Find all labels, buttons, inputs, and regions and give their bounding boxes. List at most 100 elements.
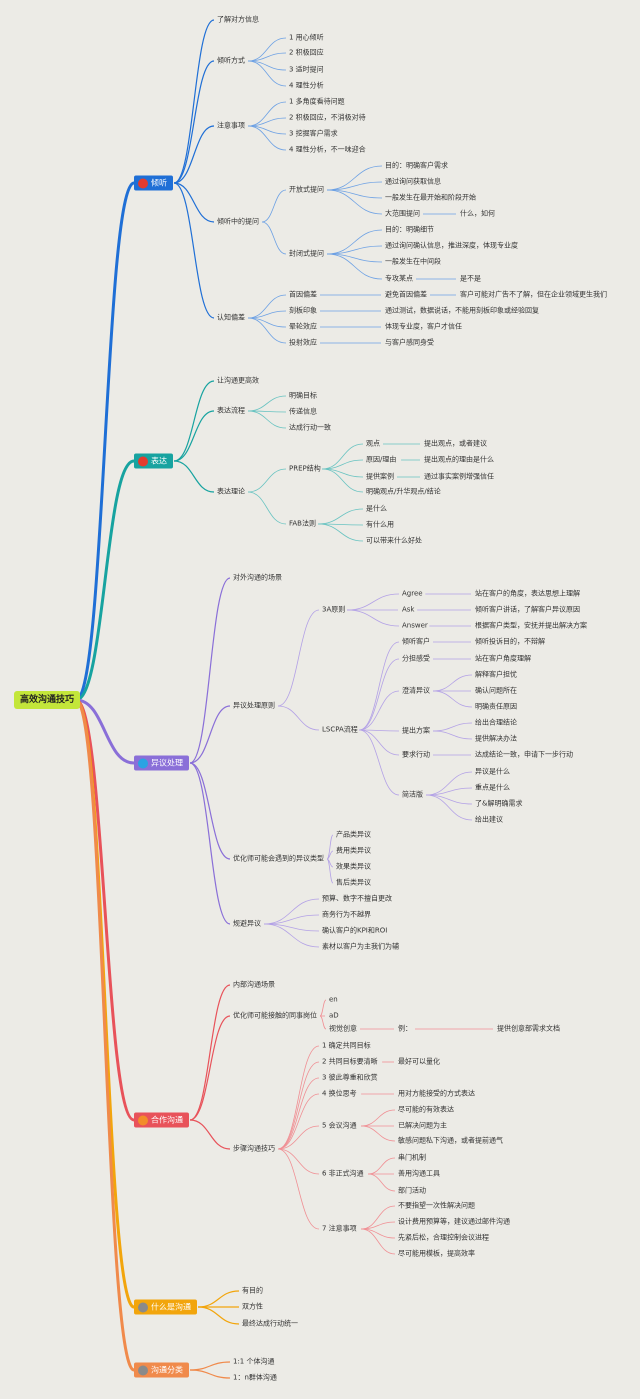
topic-node[interactable]: 刻板印象 bbox=[289, 306, 317, 315]
topic-node[interactable]: 封闭式提问 bbox=[289, 249, 324, 258]
topic-node[interactable]: 费用类异议 bbox=[336, 846, 371, 855]
topic-node[interactable]: 预算、数字不擅自更改 bbox=[322, 894, 392, 903]
main-topic[interactable]: 表达 bbox=[134, 453, 173, 469]
topic-node[interactable]: 给出建议 bbox=[475, 815, 503, 824]
topic-node[interactable]: 原因/理由 bbox=[366, 455, 397, 464]
topic-node[interactable]: Ask bbox=[402, 605, 415, 614]
topic-node[interactable]: 要求行动 bbox=[402, 750, 430, 759]
topic-node[interactable]: 视觉创意 bbox=[329, 1024, 357, 1033]
topic-node[interactable]: 4 理性分析，不一味迎合 bbox=[289, 145, 366, 154]
topic-node[interactable]: 达成行动一致 bbox=[289, 423, 331, 432]
topic-node[interactable]: 根据客户类型，安抚并提出解决方案 bbox=[475, 621, 587, 630]
topic-node[interactable]: 解释客户担忧 bbox=[475, 670, 517, 679]
topic-node[interactable]: 传递信息 bbox=[289, 407, 317, 416]
topic-node[interactable]: 提出观点的理由是什么 bbox=[424, 455, 494, 464]
topic-node[interactable]: 1 用心倾听 bbox=[289, 33, 324, 42]
topic-node[interactable]: 是不是 bbox=[460, 274, 481, 283]
topic-node[interactable]: 明确责任原因 bbox=[475, 702, 517, 711]
topic-node[interactable]: 通过测试，数据说话，不能用刻板印象或经验回复 bbox=[385, 306, 539, 315]
topic-node[interactable]: 什么，如何 bbox=[460, 209, 495, 218]
topic-node[interactable]: PREP结构 bbox=[289, 464, 321, 473]
topic-node[interactable]: 商务行为不越界 bbox=[322, 910, 371, 919]
topic-node[interactable]: 异议处理原则 bbox=[233, 701, 275, 710]
topic-node[interactable]: 2 积极回应，不消极对待 bbox=[289, 113, 366, 122]
topic-node[interactable]: 有目的 bbox=[242, 1286, 263, 1295]
topic-node[interactable]: 是什么 bbox=[366, 504, 387, 513]
topic-node[interactable]: 通过事实案例增强信任 bbox=[424, 472, 494, 481]
topic-node[interactable]: 善用沟通工具 bbox=[398, 1169, 440, 1178]
root-topic[interactable]: 高效沟通技巧 bbox=[14, 691, 81, 709]
topic-node[interactable]: 异议是什么 bbox=[475, 767, 510, 776]
topic-node[interactable]: 了解对方信息 bbox=[217, 15, 259, 24]
topic-node[interactable]: 先紧后松，合理控制会议进程 bbox=[398, 1233, 489, 1242]
topic-node[interactable]: FAB法则 bbox=[289, 519, 316, 528]
topic-node[interactable]: 明确观点/升华观点/结论 bbox=[366, 487, 441, 496]
topic-node[interactable]: 对外沟通的场景 bbox=[233, 573, 282, 582]
topic-node[interactable]: 步骤沟通技巧 bbox=[233, 1144, 275, 1153]
topic-node[interactable]: 分担感受 bbox=[402, 654, 430, 663]
topic-node[interactable]: 体现专业度，客户才信任 bbox=[385, 322, 462, 331]
topic-node[interactable]: 设计费用预算等，建议通过邮件沟通 bbox=[398, 1217, 510, 1226]
main-topic[interactable]: 什么是沟通 bbox=[134, 1299, 197, 1315]
topic-node[interactable]: 素材以客户为主我们为辅 bbox=[322, 942, 399, 951]
topic-node[interactable]: 用对方能接受的方式表达 bbox=[398, 1089, 475, 1098]
topic-node[interactable]: 大范围提问 bbox=[385, 209, 420, 218]
topic-node[interactable]: 3 彼此尊重和欣赏 bbox=[322, 1073, 378, 1082]
topic-node[interactable]: 站在客户的角度，表达思想上理解 bbox=[475, 589, 580, 598]
topic-node[interactable]: LSCPA流程 bbox=[322, 725, 358, 734]
topic-node[interactable]: 倾听客户 bbox=[402, 637, 430, 646]
topic-node[interactable]: 1:1 个体沟通 bbox=[233, 1357, 275, 1366]
topic-node[interactable]: 给出合理结论 bbox=[475, 718, 517, 727]
topic-node[interactable]: 确认客户的KPI和ROI bbox=[322, 926, 388, 935]
topic-node[interactable]: 首因偏差 bbox=[289, 290, 317, 299]
topic-node[interactable]: 确认问题所在 bbox=[475, 686, 517, 695]
topic-node[interactable]: 效果类异议 bbox=[336, 862, 371, 871]
topic-node[interactable]: 提出方案 bbox=[402, 726, 430, 735]
topic-node[interactable]: Agree bbox=[402, 589, 423, 598]
main-topic[interactable]: 异议处理 bbox=[134, 755, 189, 771]
topic-node[interactable]: 目的：明确客户需求 bbox=[385, 161, 448, 170]
topic-node[interactable]: 可以带来什么好处 bbox=[366, 536, 422, 545]
topic-node[interactable]: 内部沟通场景 bbox=[233, 980, 275, 989]
topic-node[interactable]: 倾听方式 bbox=[217, 56, 245, 65]
topic-node[interactable]: 晕轮效应 bbox=[289, 322, 317, 331]
topic-node[interactable]: 部门活动 bbox=[398, 1186, 426, 1195]
topic-node[interactable]: 4 理性分析 bbox=[289, 81, 324, 90]
topic-node[interactable]: Answer bbox=[402, 621, 428, 630]
topic-node[interactable]: 简洁版 bbox=[402, 790, 423, 799]
topic-node[interactable]: 表达流程 bbox=[217, 406, 245, 415]
topic-node[interactable]: 有什么用 bbox=[366, 520, 394, 529]
topic-node[interactable]: 明确目标 bbox=[289, 391, 317, 400]
topic-node[interactable]: 站在客户角度理解 bbox=[475, 654, 531, 663]
topic-node[interactable]: 已解决问题为主 bbox=[398, 1121, 447, 1130]
topic-node[interactable]: 敏感问题私下沟通，或者提前通气 bbox=[398, 1136, 503, 1145]
topic-node[interactable]: 3 挖掘客户需求 bbox=[289, 129, 338, 138]
topic-node[interactable]: 例： bbox=[398, 1024, 412, 1033]
topic-node[interactable]: 注意事项 bbox=[217, 121, 245, 130]
topic-node[interactable]: 倾听客户讲话，了解客户异议原因 bbox=[475, 605, 580, 614]
topic-node[interactable]: 双方性 bbox=[242, 1302, 263, 1311]
topic-node[interactable]: 3A原则 bbox=[322, 605, 346, 614]
topic-node[interactable]: 2 共同目标要清晰 bbox=[322, 1057, 378, 1066]
topic-node[interactable]: 优化师可能接触的同事岗位 bbox=[233, 1011, 317, 1020]
topic-node[interactable]: 通过询问获取信息 bbox=[385, 177, 441, 186]
topic-node[interactable]: 尽可能用模板，提高效率 bbox=[398, 1249, 475, 1258]
topic-node[interactable]: 4 换位思考 bbox=[322, 1089, 357, 1098]
topic-node[interactable]: 7 注意事项 bbox=[322, 1224, 357, 1233]
topic-node[interactable]: 倾听中的提问 bbox=[217, 217, 259, 226]
topic-node[interactable]: 最终达成行动统一 bbox=[242, 1319, 298, 1328]
topic-node[interactable]: 开放式提问 bbox=[289, 185, 324, 194]
topic-node[interactable]: 2 积极回应 bbox=[289, 48, 324, 57]
topic-node[interactable]: 通过询问确认信息，推进深度，体现专业度 bbox=[385, 241, 518, 250]
topic-node[interactable]: 澄清异议 bbox=[402, 686, 430, 695]
topic-node[interactable]: 1 确定共同目标 bbox=[322, 1041, 371, 1050]
topic-node[interactable]: 不要指望一次性解决问题 bbox=[398, 1201, 475, 1210]
topic-node[interactable]: 投射效应 bbox=[289, 338, 317, 347]
topic-node[interactable]: 售后类异议 bbox=[336, 878, 371, 887]
topic-node[interactable]: 专攻某点 bbox=[385, 274, 413, 283]
topic-node[interactable]: 6 非正式沟通 bbox=[322, 1169, 364, 1178]
topic-node[interactable]: 优化师可能会遇到的异议类型 bbox=[233, 854, 324, 863]
topic-node[interactable]: aD bbox=[329, 1011, 339, 1020]
topic-node[interactable]: 了&解明确需求 bbox=[475, 799, 523, 808]
topic-node[interactable]: 提供案例 bbox=[366, 472, 394, 481]
